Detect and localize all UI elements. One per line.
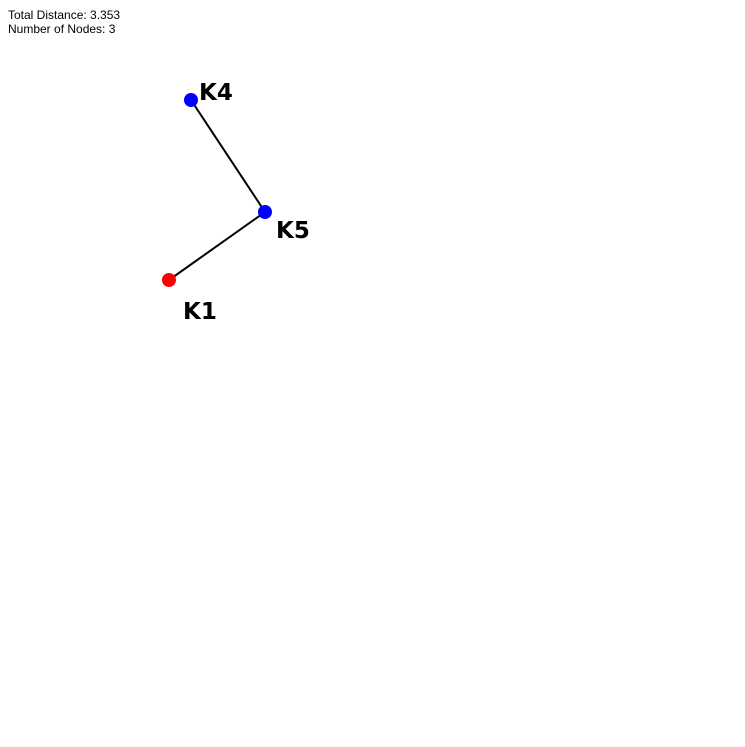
node-k4 — [184, 93, 198, 107]
edges-layer — [168, 99, 266, 281]
edge-k5-k1 — [168, 211, 266, 281]
node-label-k1: K1 — [183, 299, 217, 325]
node-k5 — [258, 205, 272, 219]
node-label-k5: K5 — [276, 218, 310, 244]
edge-k4-k5 — [190, 99, 266, 213]
nodes-layer — [162, 93, 272, 287]
node-k1 — [162, 273, 176, 287]
node-label-k4: K4 — [199, 80, 233, 106]
total-distance-text: Total Distance: 3.353 — [8, 8, 121, 22]
route-info: Total Distance: 3.353 Number of Nodes: 3 — [8, 8, 120, 36]
node-count-text: Number of Nodes: 3 — [8, 22, 116, 36]
